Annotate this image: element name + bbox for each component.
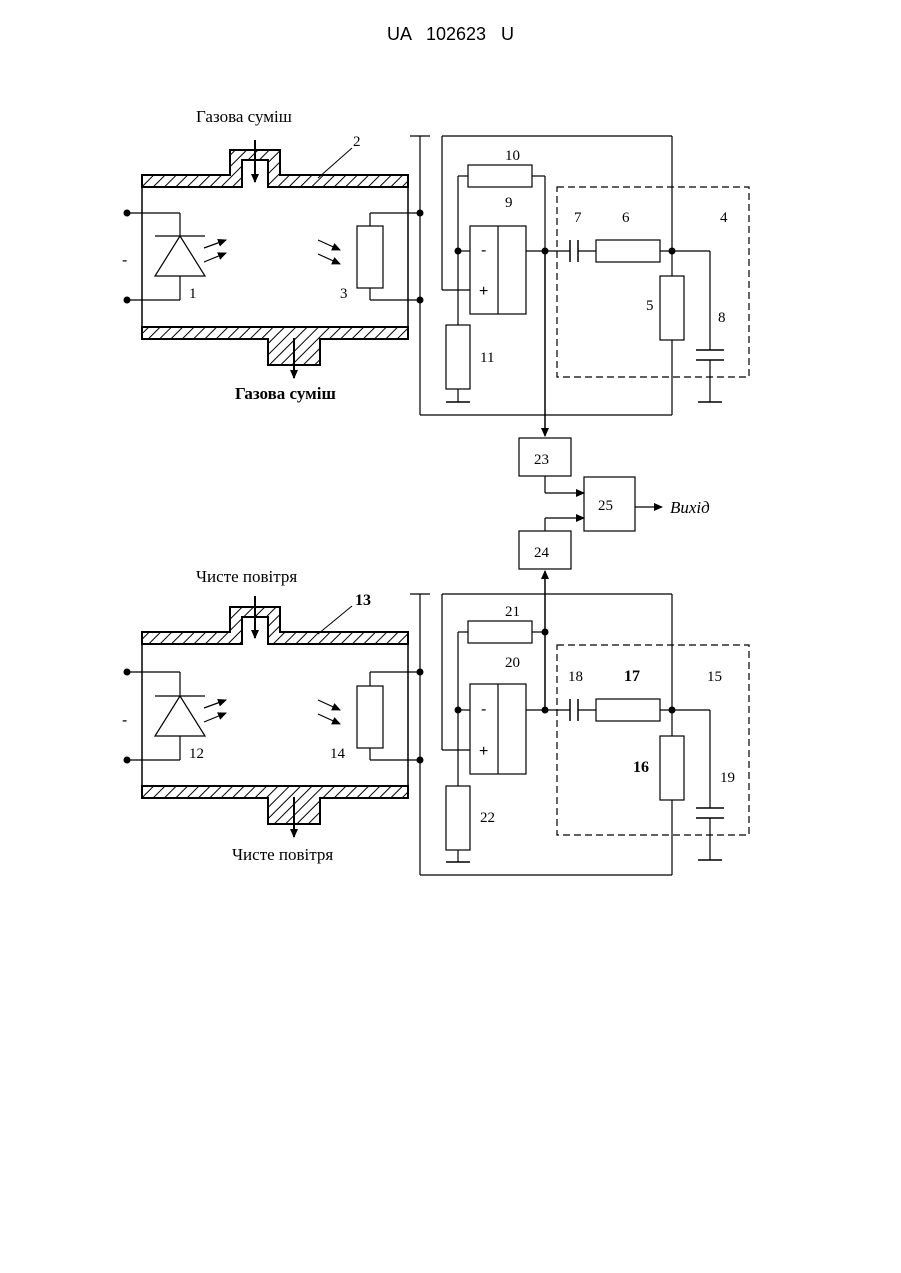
label-1: 1 [189,286,197,302]
top-gas-chamber: Газова суміш Газова суміш 2 [142,107,408,403]
top-opamp-minus: - [481,242,486,259]
label-6: 6 [622,210,630,226]
bottom-filter-block-15: 15 18 17 16 19 [557,645,749,875]
label-19: 19 [720,770,735,786]
label-23: 23 [534,452,549,468]
bottom-outlet-label: Чисте повітря [232,845,333,864]
bottom-opamp-minus: - [481,701,486,718]
bottom-opamp-plus: + [479,743,488,760]
label-24: 24 [534,545,550,561]
label-13: 13 [355,592,371,609]
label-5: 5 [646,298,654,314]
label-11: 11 [480,350,494,366]
top-inlet-label: Газова суміш [196,107,292,126]
bottom-air-chamber: Чисте повітря Чисте повітря 13 [142,567,408,864]
top-filter-block-4: 4 7 6 5 8 [557,187,749,415]
label-18: 18 [568,669,583,685]
top-outlet-label: Газова суміш [235,384,336,403]
label-20: 20 [505,655,520,671]
label-17: 17 [624,668,640,685]
label-15: 15 [707,669,722,685]
top-chamber-lower-wall [142,327,408,365]
label-9: 9 [505,195,513,211]
label-14: 14 [330,746,346,762]
bottom-chamber-lower-wall [142,786,408,824]
bottom-photodetector: 14 [318,672,420,762]
top-led-minus: - [122,252,127,269]
label-2: 2 [353,134,361,150]
top-chamber-upper-wall [142,150,408,187]
label-25: 25 [598,498,613,514]
label-22: 22 [480,810,495,826]
label-7: 7 [574,210,582,226]
label-8: 8 [718,310,726,326]
top-led-emitter: - 1 [122,210,226,304]
bottom-chamber-upper-wall [142,607,408,644]
label-3: 3 [340,286,348,302]
top-photodetector: 3 [318,213,420,302]
bottom-led-emitter: - 12 [122,669,226,764]
top-opamp-plus: + [479,283,488,300]
output-label: Вихід [670,498,710,517]
label-16: 16 [633,759,649,776]
processing-blocks: 23 24 25 Вихід [519,438,710,569]
top-amplifier-circuit: - + 9 10 11 [410,136,672,436]
bottom-led-minus: - [122,712,127,729]
bottom-inlet-label: Чисте повітря [196,567,297,586]
label-21: 21 [505,604,520,620]
bottom-amplifier-circuit: - + 20 21 22 [410,571,672,875]
label-12: 12 [189,746,204,762]
label-4: 4 [720,210,728,226]
label-10: 10 [505,148,520,164]
